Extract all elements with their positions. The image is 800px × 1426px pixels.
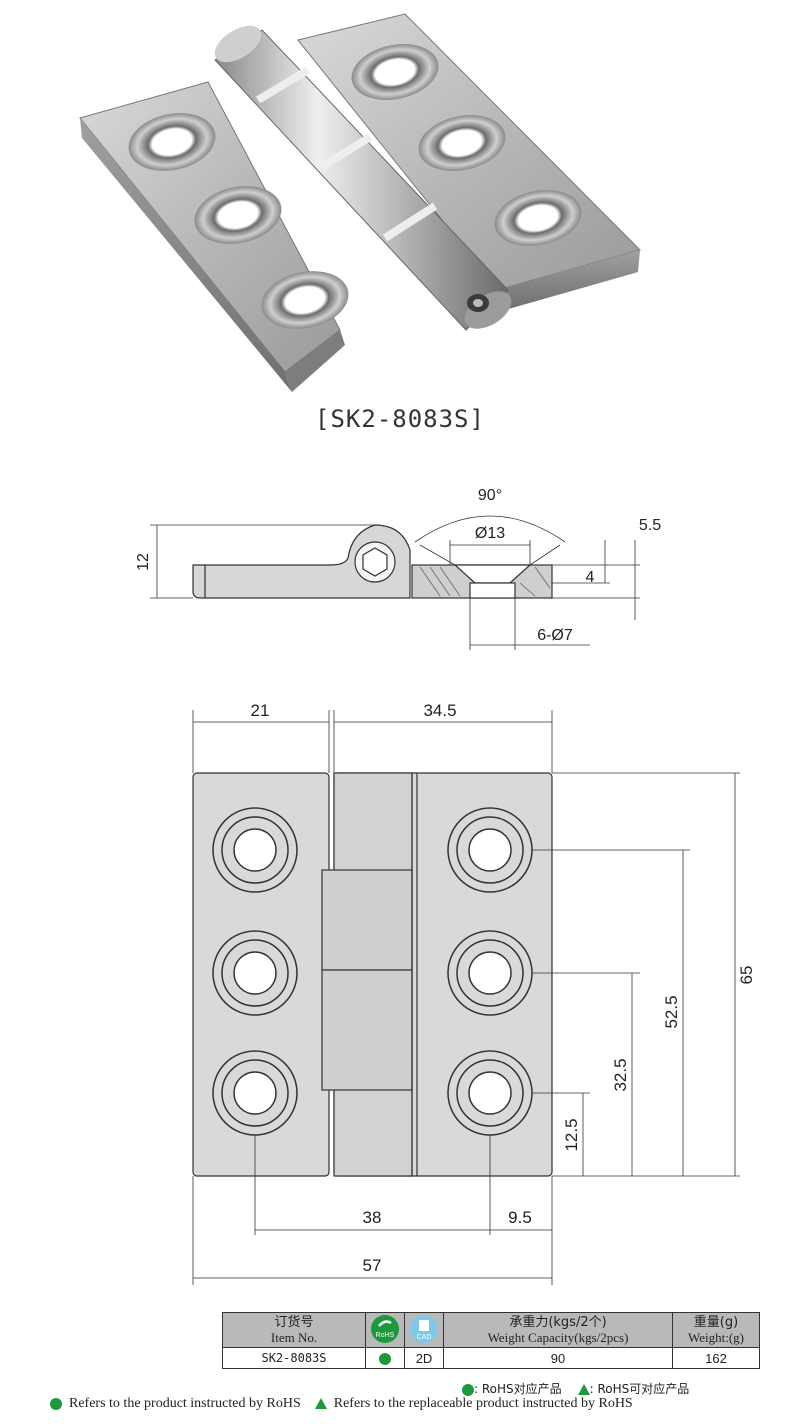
rohs-dot-icon — [379, 1353, 391, 1366]
dim-5-5-label: 5.5 — [639, 517, 661, 534]
rohs-triangle-icon — [577, 1384, 590, 1395]
angle-label: 90° — [478, 487, 502, 504]
header-rohs: RoHS — [365, 1312, 405, 1348]
svg-text:RoHS: RoHS — [376, 1332, 395, 1339]
dim-12-5-label: 12.5 — [562, 1118, 581, 1151]
header-cad: CAD — [404, 1312, 444, 1348]
dim-34-5-label: 34.5 — [423, 701, 456, 720]
cell-item-no: SK2-8083S — [222, 1347, 366, 1369]
dim-38-label: 38 — [363, 1208, 382, 1227]
dim-12-label: 12 — [135, 553, 152, 571]
dia13-label: Ø13 — [475, 525, 505, 542]
dim-57-label: 57 — [363, 1256, 382, 1275]
cell-rohs — [365, 1347, 405, 1369]
table-row: SK2-8083S 2D 90 162 — [222, 1347, 760, 1369]
legend-cn: : RoHS对应产品 : RoHS可对应产品 — [462, 1380, 689, 1397]
dim-21-label: 21 — [251, 701, 270, 720]
legend-rohs-en: Refers to the product instructed by RoHS — [69, 1396, 301, 1411]
dim-32-5-label: 32.5 — [611, 1058, 630, 1091]
svg-text:CAD: CAD — [417, 1334, 432, 1341]
front-view-drawing: 21 34.5 65 52.5 32.5 12.5 38 9.5 57 — [192, 701, 756, 1285]
holes-label: 6-Ø7 — [537, 627, 573, 644]
dim-9-5-label: 9.5 — [508, 1208, 532, 1227]
legend-en: Refers to the product instructed by RoHS… — [50, 1396, 633, 1412]
rohs-icon: RoHS — [371, 1314, 399, 1343]
legend-rohs-cn: : RoHS对应产品 — [474, 1382, 562, 1396]
header-capacity: 承重力(kgs/2个)Weight Capacity(kgs/2pcs) — [443, 1312, 673, 1348]
cell-weight: 162 — [672, 1347, 760, 1369]
side-view-drawing: 90° Ø13 5.5 4 12 6-Ø7 — [135, 487, 661, 650]
header-weight: 重量(g)Weight:(g) — [672, 1312, 760, 1348]
rohs-triangle-icon — [314, 1398, 327, 1410]
legend-rohs-replaceable-cn: : RoHS可对应产品 — [589, 1382, 690, 1396]
product-photo — [79, 13, 641, 392]
dim-65-label: 65 — [737, 966, 756, 985]
dim-52-5-label: 52.5 — [662, 995, 681, 1028]
product-code: [SK2-8083S] — [315, 405, 485, 433]
cell-cad: 2D — [404, 1347, 444, 1369]
legend-rohs-replaceable-en: Refers to the replaceable product instru… — [333, 1396, 633, 1411]
rohs-dot-icon — [462, 1383, 474, 1396]
cad-icon: CAD — [410, 1314, 438, 1343]
cell-capacity: 90 — [443, 1347, 673, 1369]
rohs-dot-icon — [50, 1397, 62, 1410]
dim-4-label: 4 — [586, 569, 595, 586]
